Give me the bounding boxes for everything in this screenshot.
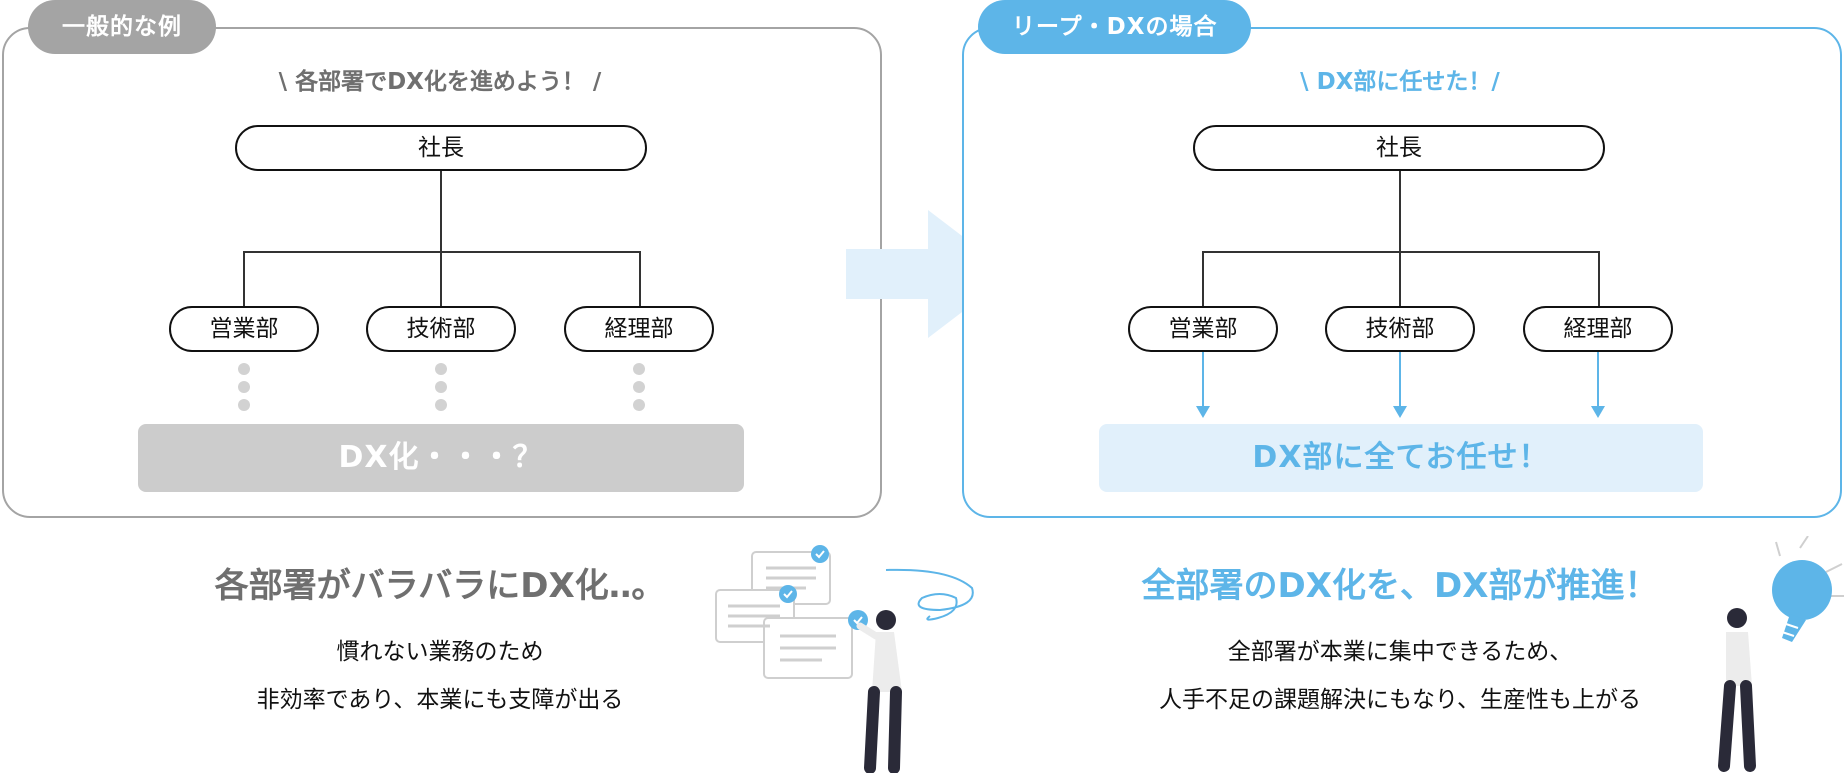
left-desc-line-1: 慣れない業務のため [336,639,544,665]
right-branch-3 [1598,251,1600,308]
left-president-node: 社長 [235,125,647,171]
right-branch-1 [1202,251,1204,308]
left-trunk-line [440,171,442,308]
ellipsis-dot [435,381,447,393]
down-arrow-line [1399,352,1401,410]
ellipsis-dot [633,381,645,393]
right-branch-line [1202,251,1600,253]
arrow-down-icon [1196,406,1210,418]
left-desc-line-2: 非効率であり、本業にも支障が出る [256,687,624,713]
left-dept-sales: 営業部 [169,306,319,352]
left-result-box: DX化・・・？ [138,424,744,492]
leap-dx-tag: リープ・DXの場合 [978,0,1252,54]
ellipsis-dot [238,381,250,393]
ellipsis-dot [435,363,447,375]
down-arrow-line [1597,352,1599,410]
right-dept-tech: 技術部 [1325,306,1475,352]
ellipsis-dot [238,363,250,375]
ellipsis-dot [633,363,645,375]
right-slogan: \ DX部に任せた！/ [1300,69,1500,95]
left-description: 慣れない業務のため 非効率であり、本業にも支障が出る [150,628,730,724]
right-dept-sales: 営業部 [1128,306,1278,352]
arrow-down-icon [1591,406,1605,418]
ellipsis-dot [238,399,250,411]
person-with-documents-illustration [715,545,974,773]
left-branch-1 [243,251,245,308]
ellipsis-dot [633,399,645,411]
left-headline: 各部署がバラバラにDX化‥。 [214,566,666,606]
left-dept-tech: 技術部 [366,306,516,352]
arrow-right-icon [846,210,1012,338]
left-slogan: \ 各部署でDX化を進めよう！ / [278,69,602,95]
right-president-node: 社長 [1193,125,1605,171]
left-branch-line [243,251,641,253]
down-arrow-line [1202,352,1204,410]
right-desc-line-1: 全部署が本業に集中できるため、 [1227,639,1573,665]
right-headline: 全部署のDX化を、DX部が推進！ [1141,566,1659,606]
person-with-lightbulb-illustration [1718,536,1844,772]
right-dept-accounting: 経理部 [1523,306,1673,352]
right-desc-line-2: 人手不足の課題解決にもなり、生産性も上がる [1158,687,1642,713]
right-trunk-line [1399,171,1401,308]
ellipsis-dot [435,399,447,411]
right-description: 全部署が本業に集中できるため、 人手不足の課題解決にもなり、生産性も上がる [1070,628,1730,724]
left-dept-accounting: 経理部 [564,306,714,352]
left-branch-3 [639,251,641,308]
arrow-down-icon [1393,406,1407,418]
right-result-box: DX部に全てお任せ！ [1099,424,1703,492]
general-example-tag: 一般的な例 [28,0,216,54]
